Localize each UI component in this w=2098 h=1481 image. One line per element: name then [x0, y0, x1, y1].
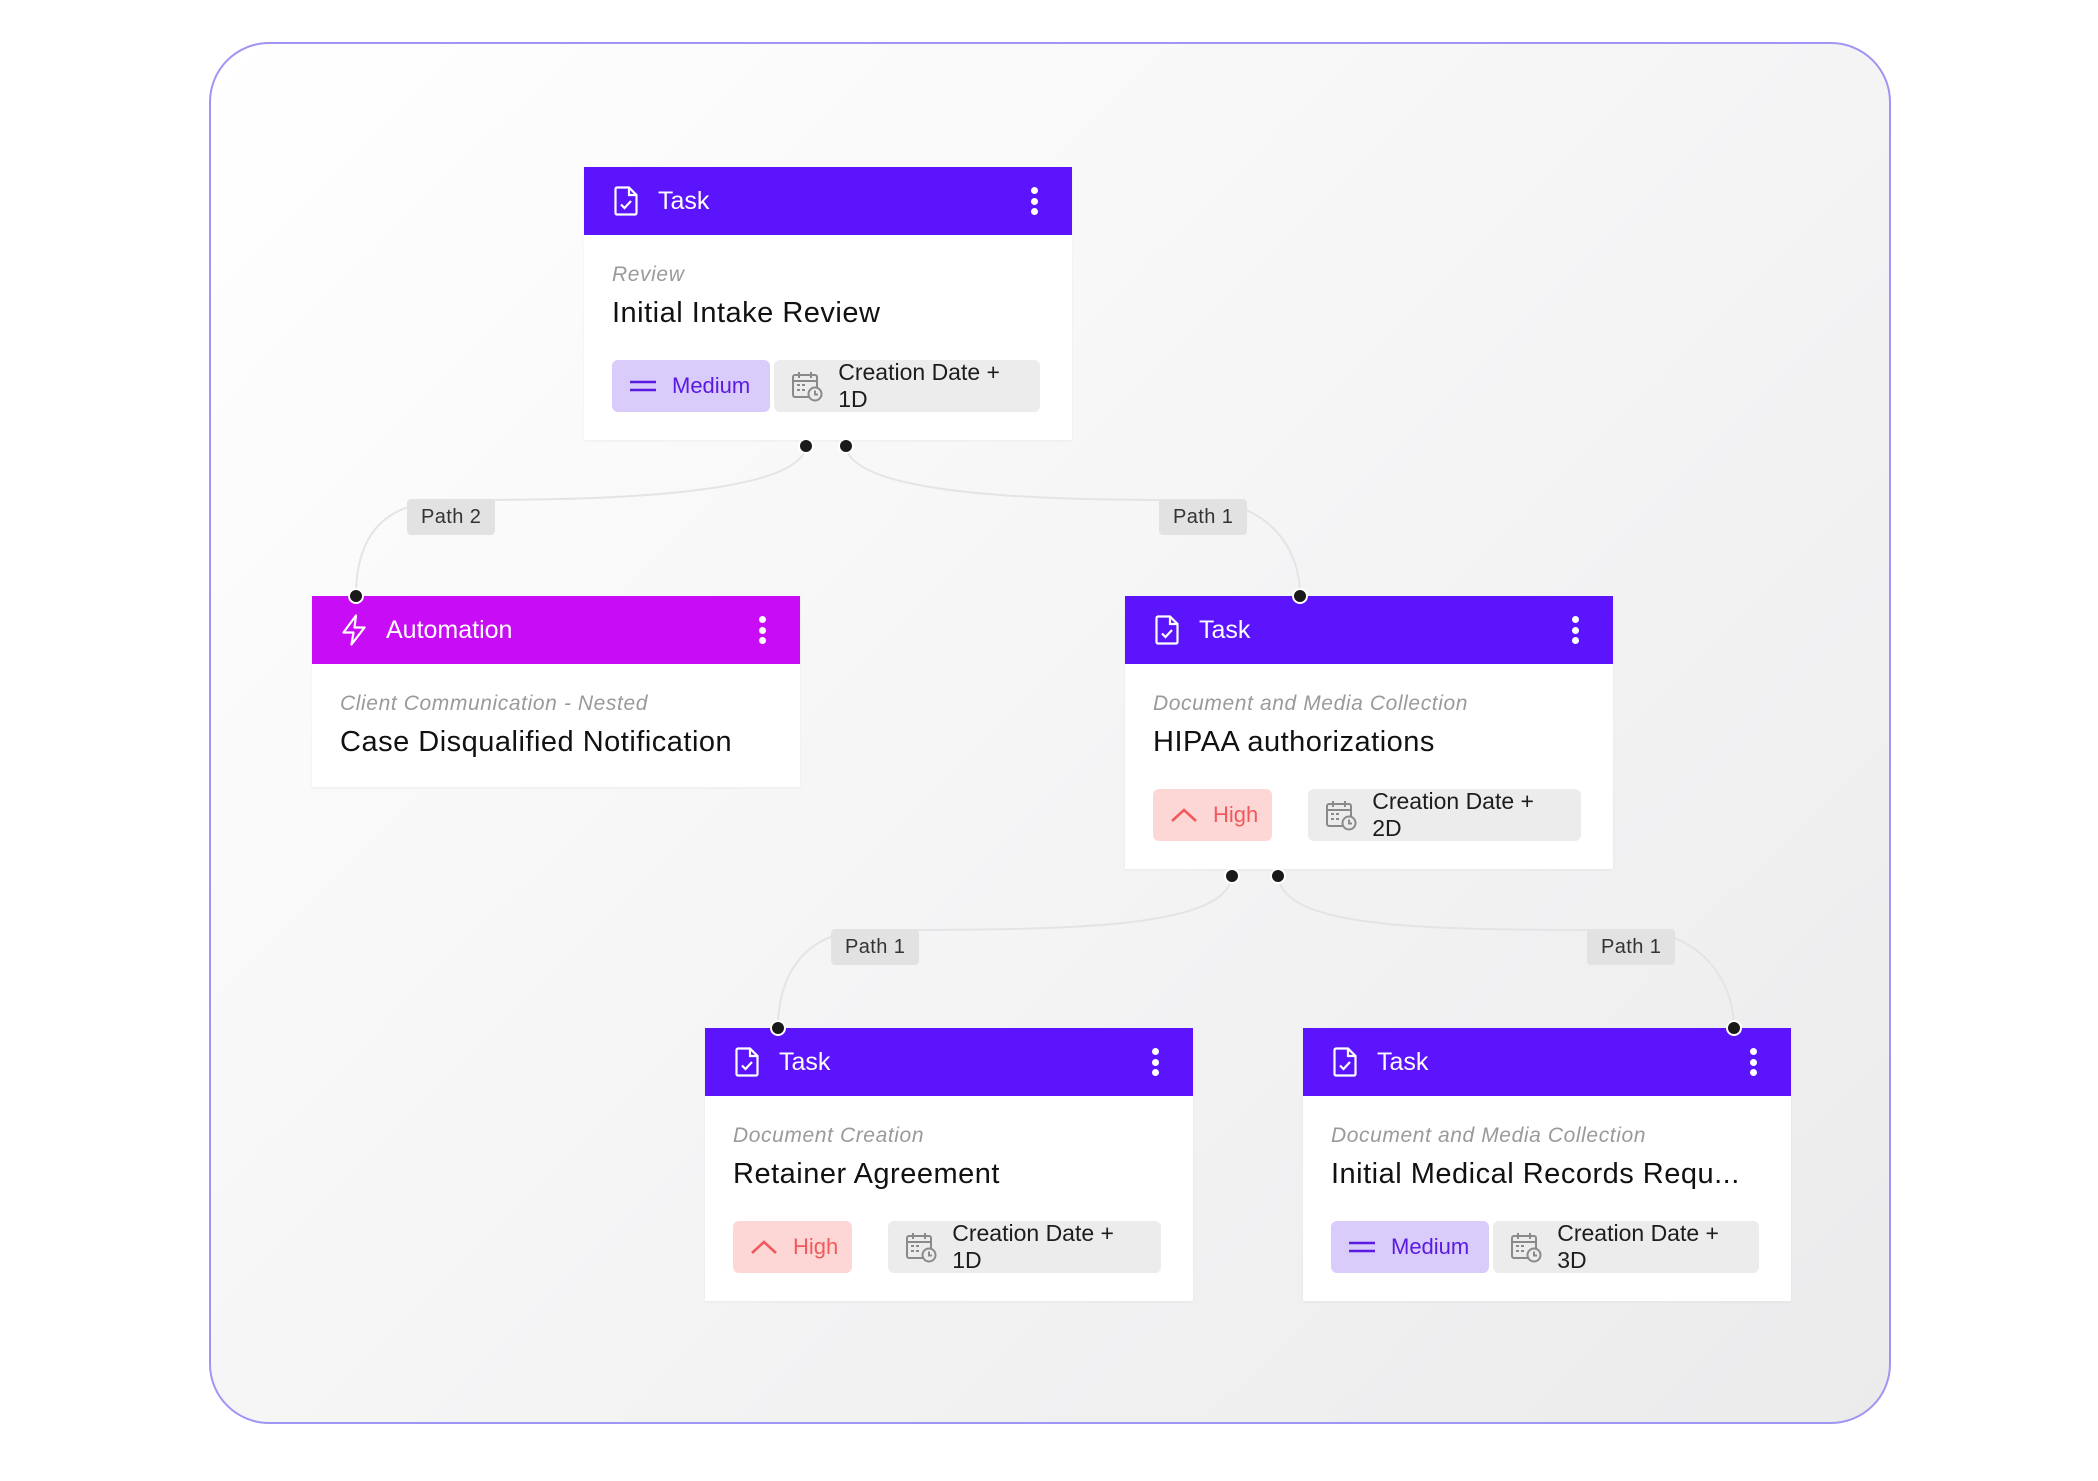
due-date-label: Creation Date + 3D — [1557, 1220, 1719, 1273]
priority-badge[interactable]: Medium — [1331, 1221, 1490, 1273]
more-options-icon[interactable] — [750, 612, 774, 648]
node-title: Retainer Agreement — [733, 1158, 1000, 1190]
document-check-icon — [733, 1046, 761, 1078]
node-category: Document and Media Collection — [1331, 1124, 1647, 1147]
node-category: Review — [612, 263, 685, 286]
input-port[interactable] — [348, 588, 364, 604]
path-label-path-1[interactable]: Path 1 — [1587, 929, 1676, 965]
priority-label: Medium — [1391, 1234, 1470, 1259]
equals-icon — [1348, 1240, 1376, 1254]
output-port[interactable] — [1270, 868, 1286, 884]
path-label-path-1[interactable]: Path 1 — [1159, 499, 1248, 535]
node-category: Document and Media Collection — [1153, 692, 1469, 715]
priority-label: Medium — [672, 373, 751, 398]
task-node-header[interactable]: Task — [705, 1028, 1193, 1096]
task-node-retainer-agreement[interactable]: Task Document Creation Retainer Agreemen… — [705, 1028, 1193, 1301]
lightning-bolt-icon — [340, 614, 368, 646]
automation-node-header[interactable]: Automation — [312, 596, 800, 664]
input-port[interactable] — [1292, 588, 1308, 604]
calendar-clock-icon — [1325, 799, 1357, 831]
task-node-initial-intake-review[interactable]: Task Review Initial Intake Review Medium… — [584, 167, 1072, 440]
output-port[interactable] — [838, 438, 854, 454]
priority-badge[interactable]: High — [1153, 789, 1273, 841]
priority-label: High — [1213, 802, 1259, 827]
input-port[interactable] — [1726, 1020, 1742, 1036]
node-title: Initial Intake Review — [612, 297, 881, 329]
due-date-badge[interactable]: Creation Date + 1D — [888, 1220, 1161, 1273]
priority-badge[interactable]: High — [733, 1221, 853, 1273]
node-title: Case Disqualified Notification — [340, 726, 733, 758]
priority-badge[interactable]: Medium — [612, 360, 771, 412]
node-type-label: Task — [1377, 1047, 1429, 1076]
task-node-header[interactable]: Task — [1125, 596, 1613, 664]
output-port[interactable] — [1224, 868, 1240, 884]
calendar-clock-icon — [905, 1231, 937, 1263]
node-category: Client Communication - Nested — [340, 692, 649, 715]
node-title: Initial Medical Records Requ... — [1331, 1158, 1740, 1190]
task-node-header[interactable]: Task — [584, 167, 1072, 235]
node-type-label: Automation — [386, 615, 513, 644]
task-node-hipaa-authorizations[interactable]: Task Document and Media Collection HIPAA… — [1125, 596, 1613, 869]
document-check-icon — [1153, 614, 1181, 646]
due-date-badge[interactable]: Creation Date + 2D — [1308, 788, 1581, 841]
due-date-badge[interactable]: Creation Date + 1D — [774, 359, 1040, 412]
more-options-icon[interactable] — [1143, 1044, 1167, 1080]
due-date-label: Creation Date + 1D — [952, 1220, 1114, 1273]
automation-node-case-disqualified[interactable]: Automation Client Communication - Nested… — [312, 596, 800, 787]
task-node-initial-medical-records[interactable]: Task Document and Media Collection Initi… — [1303, 1028, 1791, 1301]
chevron-up-icon — [750, 1239, 778, 1255]
node-type-label: Task — [1199, 615, 1251, 644]
calendar-clock-icon — [1510, 1231, 1542, 1263]
node-type-label: Task — [779, 1047, 831, 1076]
more-options-icon[interactable] — [1563, 612, 1587, 648]
priority-label: High — [793, 1234, 839, 1259]
input-port[interactable] — [770, 1020, 786, 1036]
due-date-label: Creation Date + 1D — [838, 359, 1000, 412]
task-node-header[interactable]: Task — [1303, 1028, 1791, 1096]
node-type-label: Task — [658, 186, 710, 215]
more-options-icon[interactable] — [1741, 1044, 1765, 1080]
node-category: Document Creation — [733, 1124, 925, 1147]
document-check-icon — [612, 185, 640, 217]
due-date-label: Creation Date + 2D — [1372, 788, 1534, 841]
chevron-up-icon — [1170, 807, 1198, 823]
path-label-path-2[interactable]: Path 2 — [407, 499, 496, 535]
node-title: HIPAA authorizations — [1153, 726, 1435, 758]
more-options-icon[interactable] — [1022, 183, 1046, 219]
due-date-badge[interactable]: Creation Date + 3D — [1493, 1220, 1759, 1273]
equals-icon — [629, 379, 657, 393]
document-check-icon — [1331, 1046, 1359, 1078]
output-port[interactable] — [798, 438, 814, 454]
path-label-path-1[interactable]: Path 1 — [831, 929, 920, 965]
calendar-clock-icon — [791, 370, 823, 402]
